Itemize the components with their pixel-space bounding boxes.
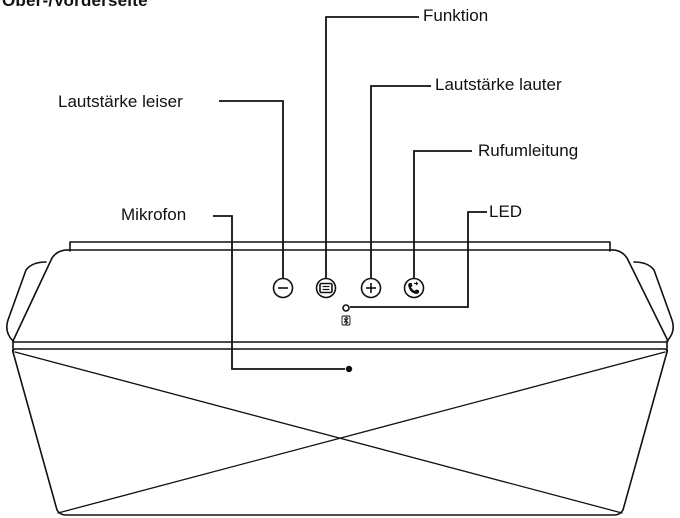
label-funktion: Funktion (423, 6, 489, 25)
label-led: LED (489, 202, 523, 221)
microphone-hole (345, 365, 353, 373)
leader-led (350, 211, 487, 308)
function-icon (319, 282, 333, 294)
page-heading: Ober-/Vorderseite (2, 0, 148, 10)
function-button (315, 277, 337, 299)
label-lautstaerke-lauter: Lautstärke lauter (435, 75, 562, 94)
bluetooth-icon (341, 315, 351, 326)
volume-up-button (360, 277, 382, 299)
volume-down-button (272, 277, 294, 299)
leader-mikrofon (213, 215, 345, 370)
leader-lautstaerke-lauter (370, 85, 431, 278)
leader-funktion (325, 16, 419, 278)
speaker-back-rim (69, 241, 611, 252)
led-indicator (342, 304, 350, 312)
call-button (403, 277, 425, 299)
speaker-top-plate (12, 249, 669, 342)
label-lautstaerke-leiser: Lautstärke leiser (58, 92, 183, 111)
speaker-front-edge (11, 341, 669, 353)
leader-rufumleitung (413, 150, 472, 278)
plus-icon (366, 283, 376, 293)
label-mikrofon: Mikrofon (121, 205, 187, 224)
phone-icon (408, 282, 420, 294)
leader-lautstaerke-leiser (219, 100, 284, 278)
speaker-body (6, 261, 674, 516)
speaker-grille-cross (14, 351, 666, 514)
label-rufumleitung: Rufumleitung (478, 141, 579, 160)
